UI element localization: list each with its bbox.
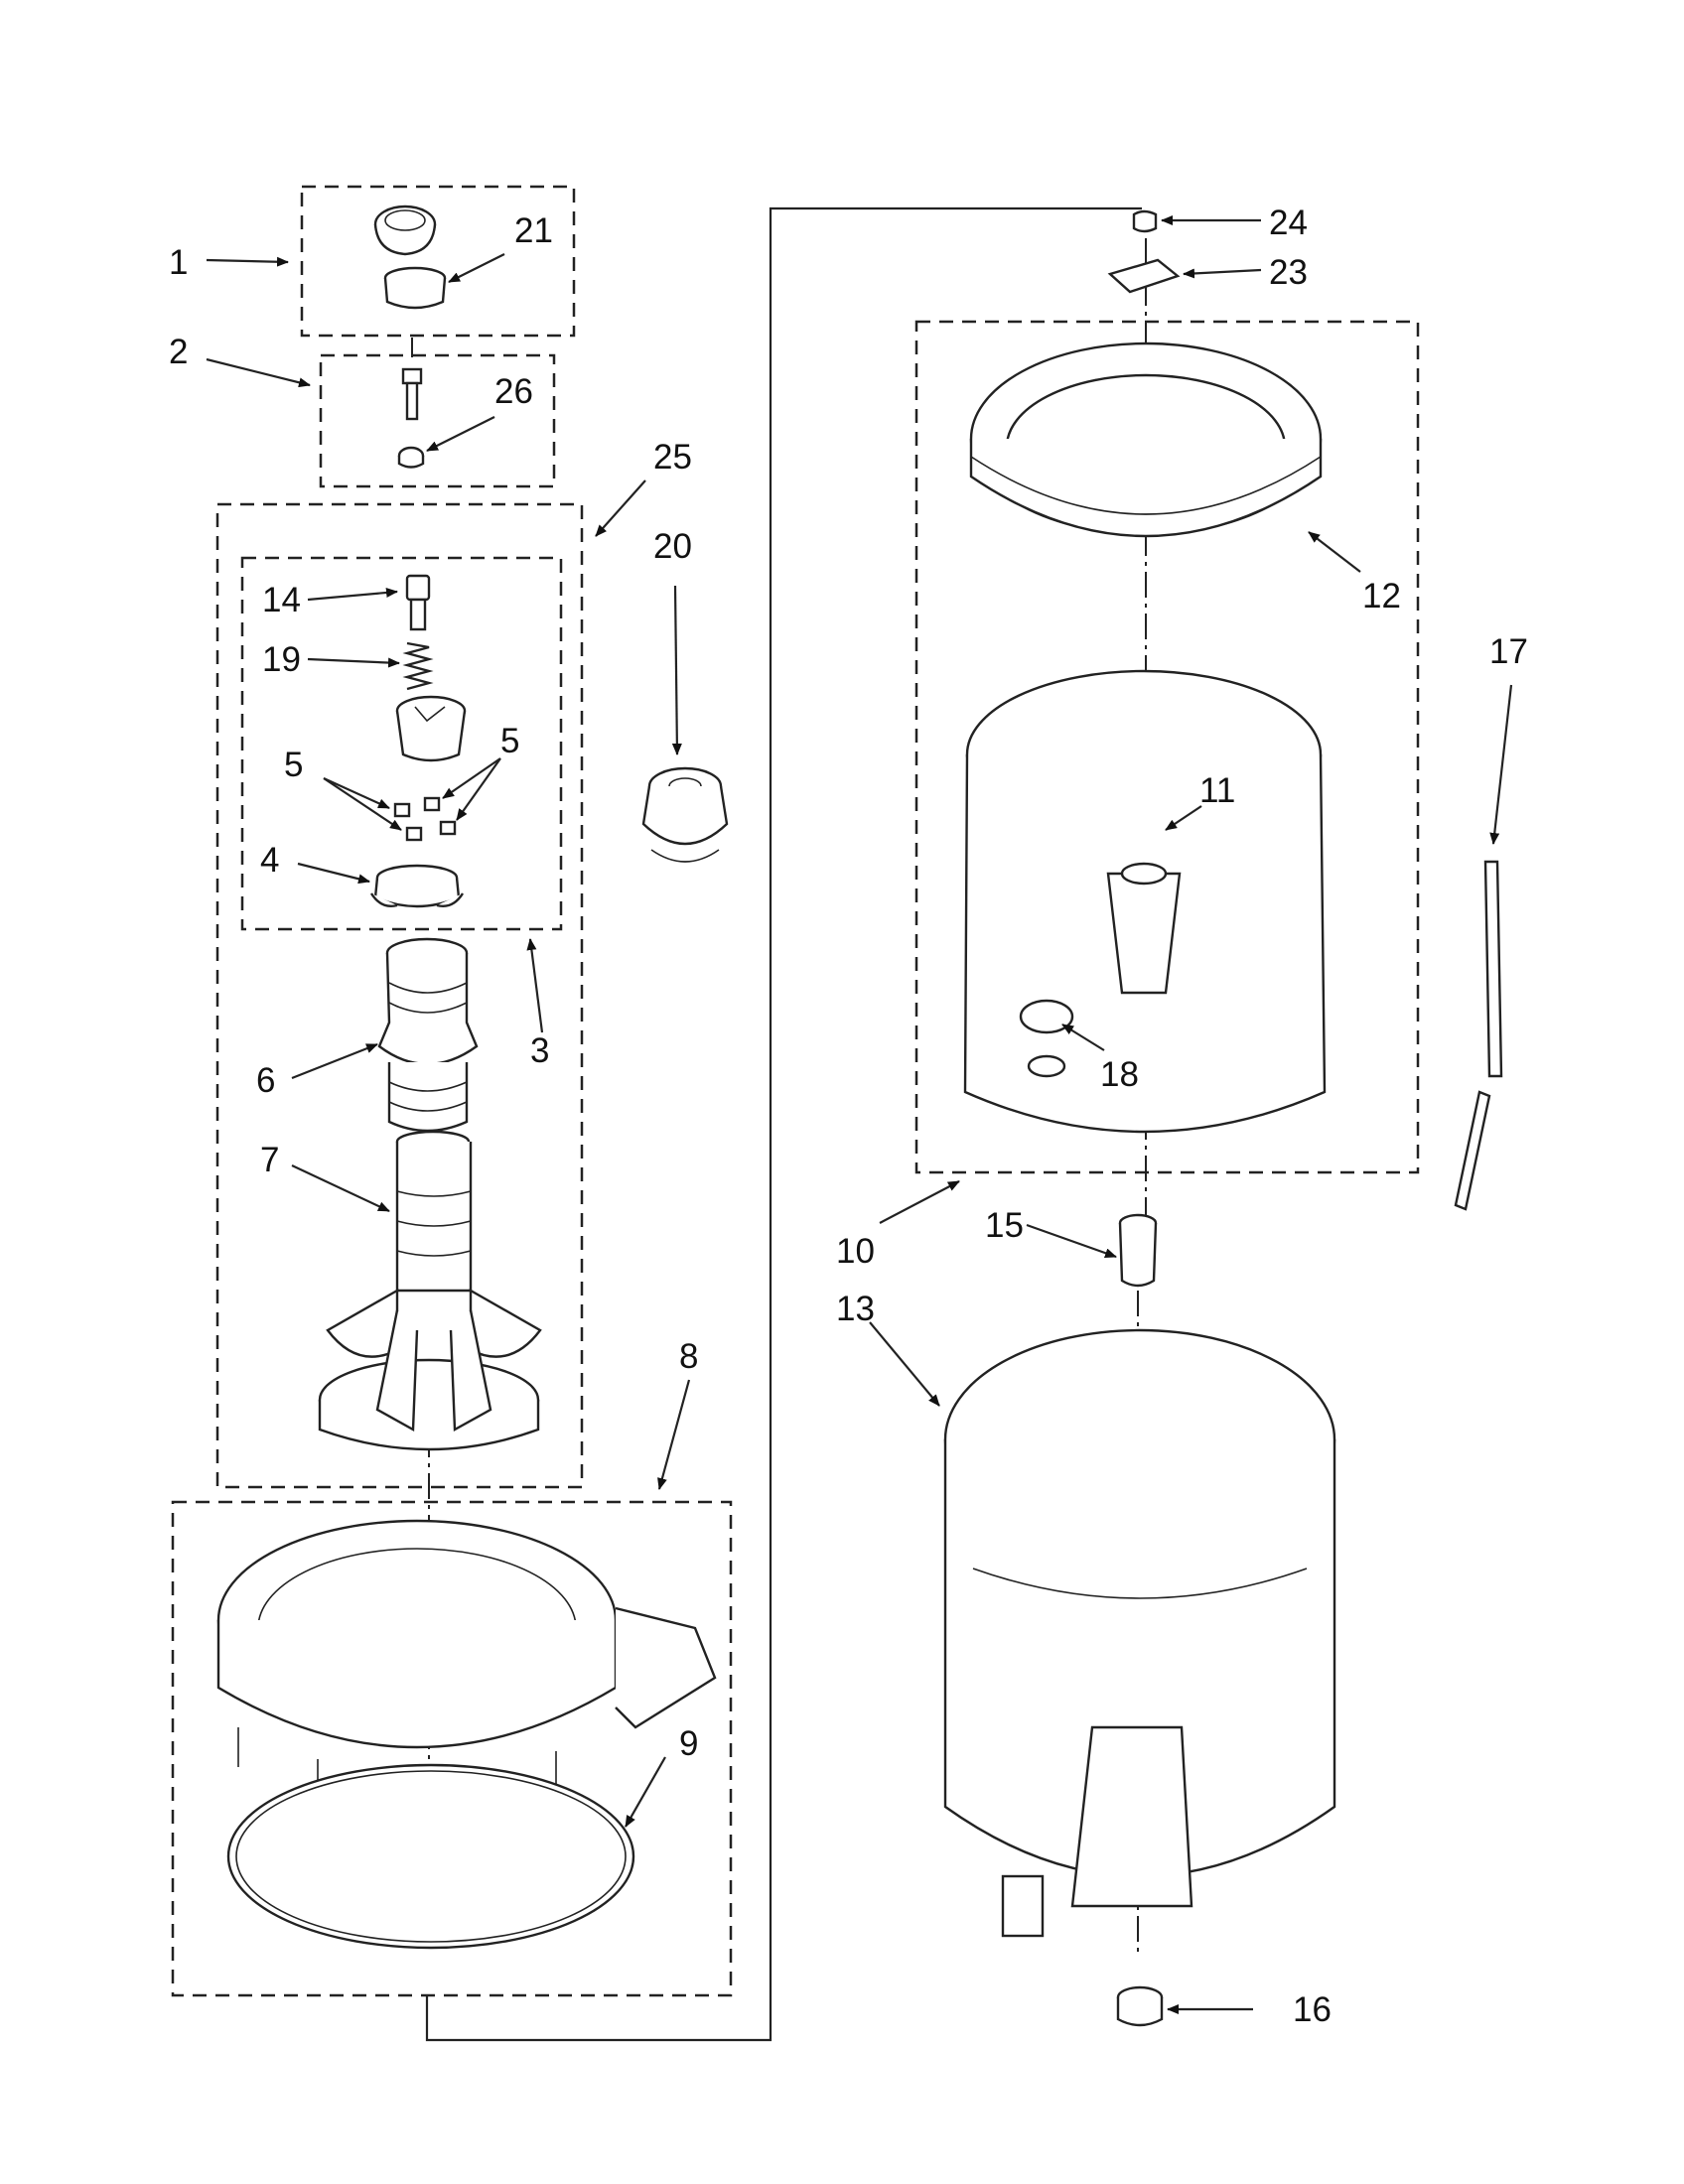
connector-line: [425, 206, 1142, 2042]
agitator-bolt: [401, 367, 423, 421]
leader-4: [297, 862, 370, 885]
agitator-dogs: [393, 796, 457, 842]
leader-2: [206, 357, 311, 388]
callout-12: 12: [1362, 577, 1401, 615]
callout-23: 23: [1269, 253, 1308, 292]
leader-5b-2: [456, 757, 501, 821]
callout-7: 7: [260, 1141, 279, 1179]
callout-5b: 5: [500, 722, 519, 760]
basket-drive-hub: [1118, 1213, 1158, 1288]
callout-17: 17: [1489, 632, 1528, 671]
leader-25: [595, 479, 646, 537]
tub-ring: [216, 1519, 717, 1817]
leader-23: [1183, 268, 1262, 279]
drive-seal: [641, 766, 729, 863]
group-box-1: [300, 185, 576, 338]
callout-9: 9: [679, 1724, 698, 1763]
group-box-8: [171, 1500, 733, 1997]
group-box-3: [240, 556, 563, 931]
group-box-25: [215, 502, 584, 1489]
callout-19: 19: [262, 640, 301, 679]
callout-24: 24: [1269, 204, 1308, 242]
callout-15: 15: [985, 1206, 1024, 1245]
spin-clip: [1132, 209, 1158, 233]
leader-26: [426, 416, 495, 452]
cap-ring: [383, 266, 447, 310]
tub-nut: [1107, 258, 1181, 294]
spring-part: [402, 641, 434, 691]
leader-21: [448, 253, 505, 283]
dog-ring: [369, 864, 465, 908]
callout-25: 25: [653, 438, 692, 477]
cam-part: [405, 574, 431, 631]
callout-3: 3: [530, 1031, 549, 1070]
cam-drive: [395, 695, 467, 762]
outer-tub: [943, 1328, 1336, 1938]
spin-basket: [963, 669, 1327, 1134]
leader-5a-1: [323, 776, 390, 810]
callout-1: 1: [169, 243, 188, 282]
agitator-auger: [377, 937, 479, 1133]
leader-11: [1165, 805, 1202, 831]
callout-14: 14: [262, 581, 301, 619]
leader-13: [869, 1321, 940, 1407]
bolt-washer: [397, 446, 425, 469]
leader-8: [657, 1379, 691, 1490]
callout-2: 2: [169, 333, 188, 371]
leader-1: [206, 256, 289, 267]
agitator-cap: [373, 205, 437, 256]
group-box-10: [914, 320, 1420, 1174]
leader-6: [291, 1042, 378, 1080]
leader-9: [625, 1756, 666, 1828]
callout-6: 6: [256, 1061, 275, 1100]
callout-5a: 5: [284, 746, 303, 784]
leader-17: [1489, 684, 1513, 845]
callout-10: 10: [836, 1232, 875, 1271]
callout-26: 26: [494, 372, 533, 411]
leader-3: [526, 938, 544, 1033]
callout-16: 16: [1293, 1990, 1332, 2029]
callout-20: 20: [653, 527, 692, 566]
callout-18: 18: [1100, 1055, 1139, 1094]
leader-15: [1026, 1223, 1117, 1259]
callout-4: 4: [260, 841, 279, 880]
callout-11: 11: [1199, 771, 1235, 810]
callout-13: 13: [836, 1290, 875, 1328]
leader-5b-1: [442, 757, 501, 799]
leader-14: [307, 587, 398, 602]
leader-18: [1061, 1024, 1105, 1051]
leader-10: [879, 1180, 960, 1224]
leader-20: [671, 585, 682, 755]
leader-7: [291, 1164, 390, 1212]
leader-19: [307, 657, 400, 668]
tub-gasket: [226, 1763, 635, 1950]
leader-12: [1308, 531, 1361, 573]
callout-21: 21: [514, 211, 553, 250]
group-box-2: [319, 353, 556, 488]
hose-part: [1454, 860, 1503, 1211]
agitator-base: [318, 1130, 542, 1451]
balance-ring: [969, 341, 1323, 538]
leader-5a-2: [323, 777, 402, 831]
drain-plug: [1116, 1985, 1164, 2027]
callout-8: 8: [679, 1337, 698, 1376]
